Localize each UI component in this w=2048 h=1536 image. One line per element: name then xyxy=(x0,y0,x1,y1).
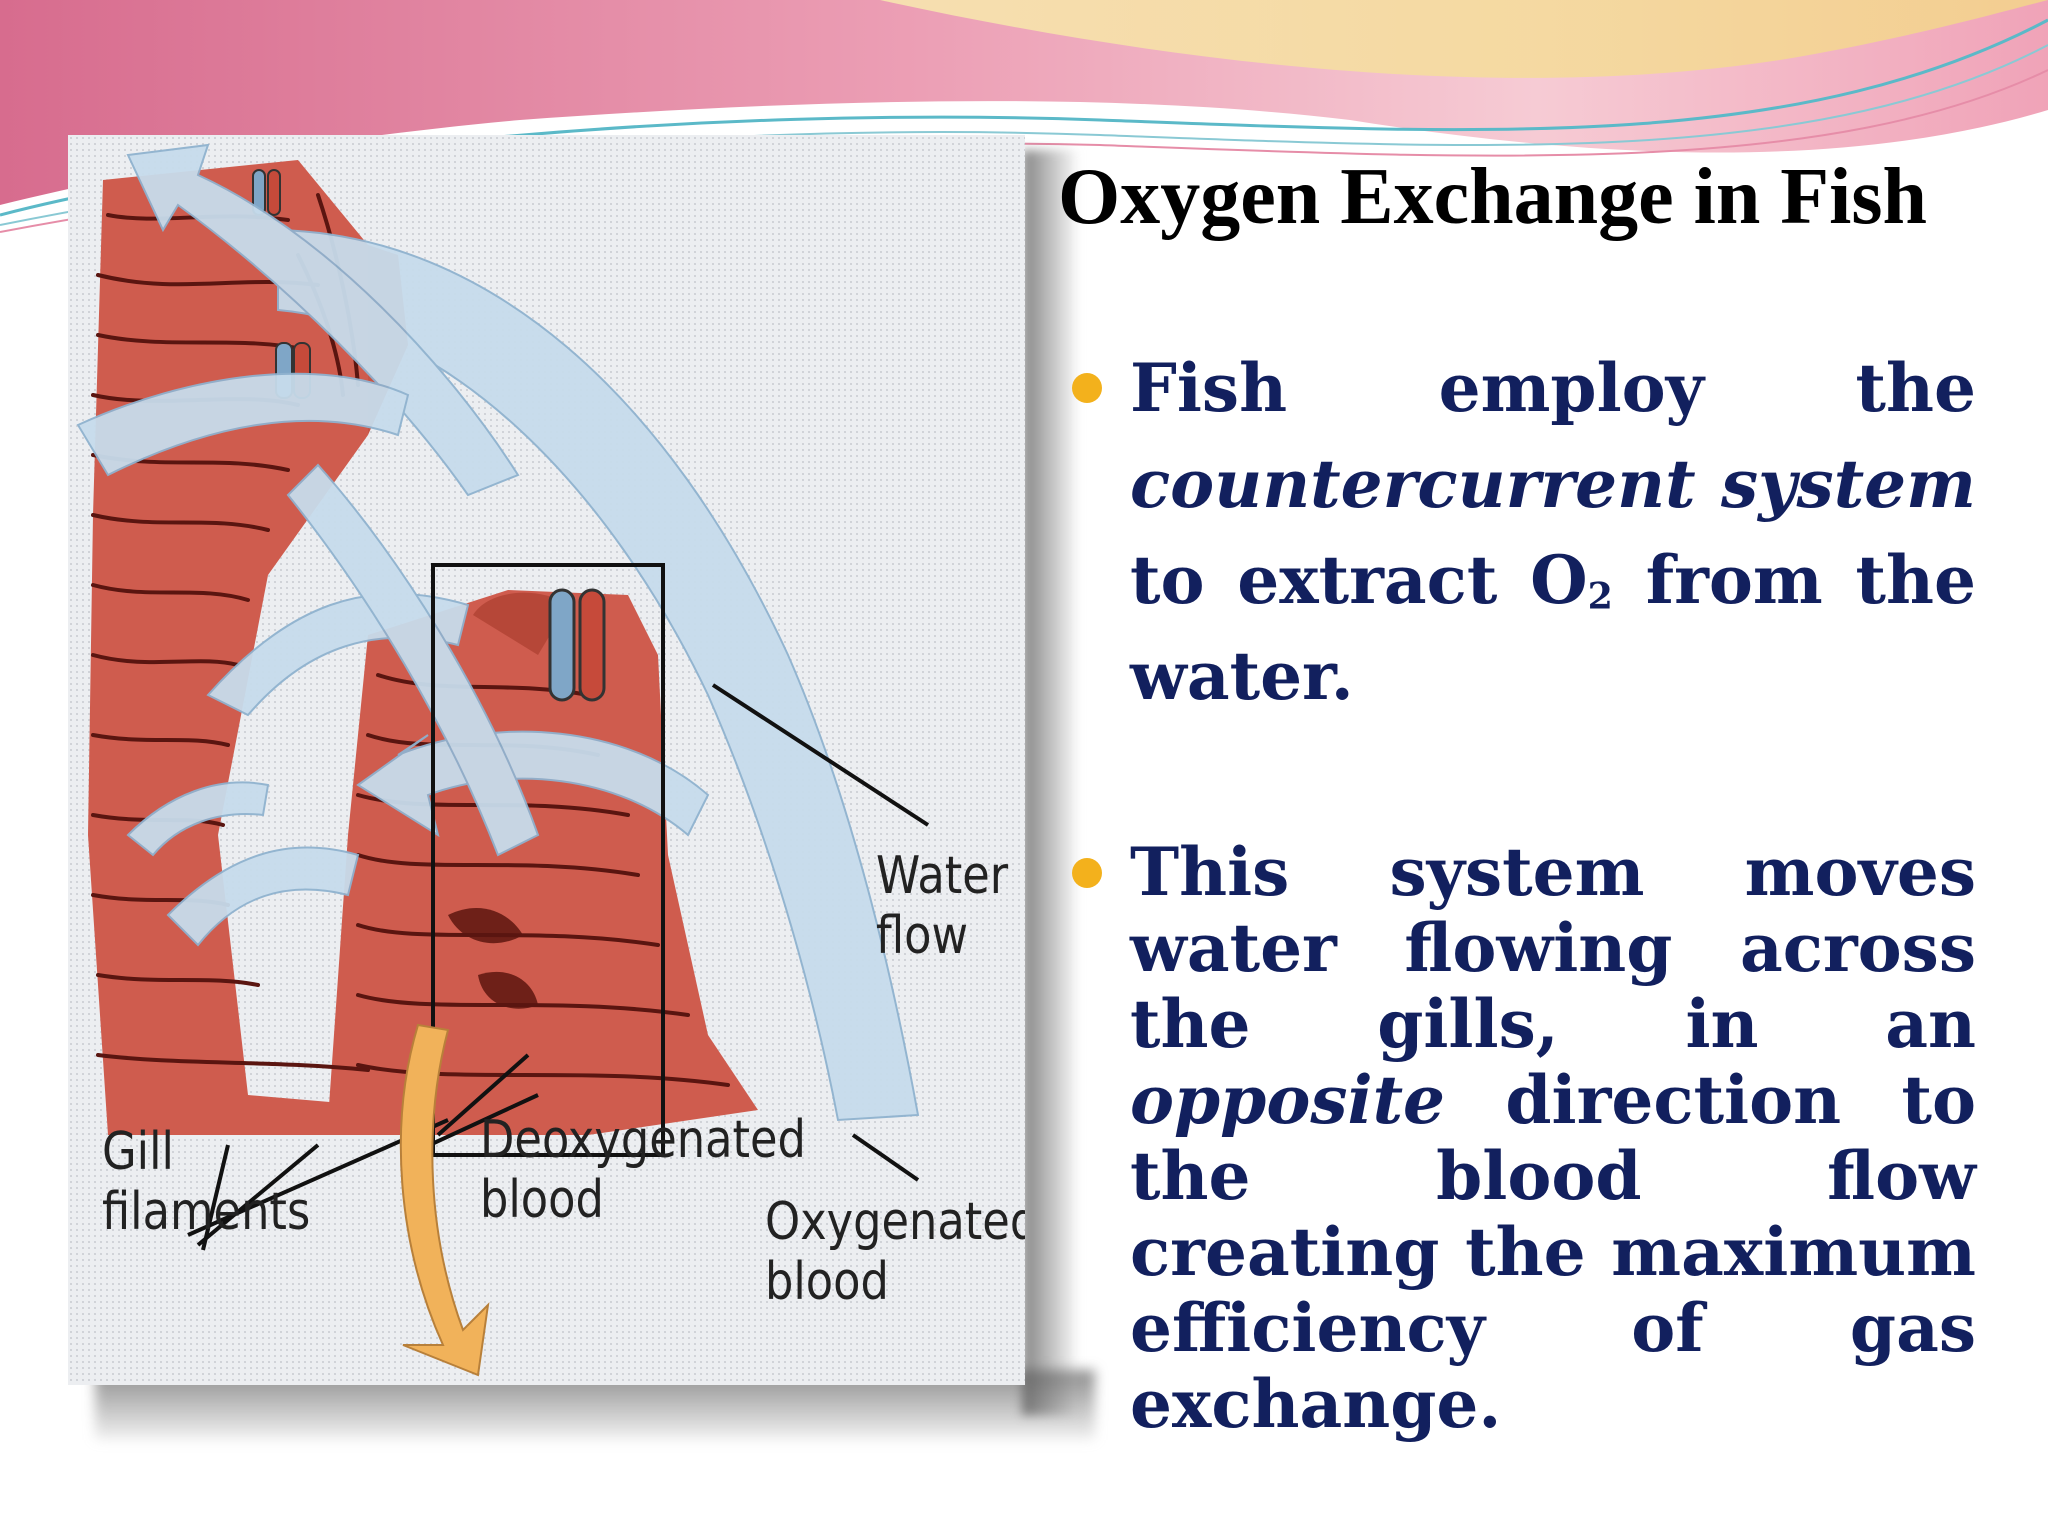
water-flow-label: Water flow xyxy=(876,846,1009,966)
bullet-item: Fish employ the countercurrent system to… xyxy=(1072,340,1976,724)
blood-flow-arrow xyxy=(399,1023,490,1377)
gill-illustration xyxy=(76,143,930,1377)
water-flow-arrows xyxy=(76,143,920,1122)
oxygenated-blood-label: Oxygenated blood xyxy=(765,1192,1025,1312)
bullet-item: This system moves water flowing across t… xyxy=(1072,834,1976,1442)
slide-title: Oxygen Exchange in Fish xyxy=(1058,153,1928,241)
gill-filaments-label: Gill filaments xyxy=(102,1122,311,1242)
callout-lines xyxy=(187,563,930,1251)
gill-diagram: Water flow Gill filaments Deoxygenated b… xyxy=(68,135,1025,1385)
bullet-dot-icon xyxy=(1072,858,1102,888)
bullet-dot-icon xyxy=(1072,373,1102,403)
figure-shadow xyxy=(1022,150,1077,1415)
deoxygenated-blood-label: Deoxygenated blood xyxy=(480,1110,806,1230)
bullet-list: Fish employ the countercurrent system to… xyxy=(1072,340,1976,1442)
